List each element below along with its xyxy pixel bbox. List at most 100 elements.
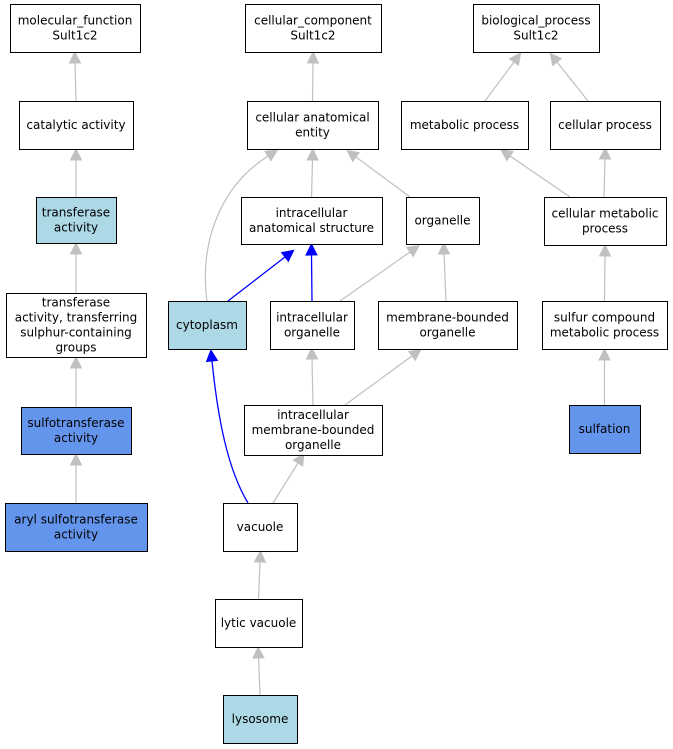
node-box[interactable]: [378, 301, 518, 350]
node-label-line: process: [582, 222, 628, 236]
edge-sulfation-to-sulfur-compound-metabolic-process: [598, 347, 611, 405]
edge-organelle-to-cellular-anatomical-entity: [346, 149, 411, 198]
node-label-line: groups: [55, 341, 96, 355]
edge-aryl-sulfotransferase-to-sulfotransferase-activity: [69, 452, 83, 503]
node-box[interactable]: [223, 503, 298, 552]
edge-arrowhead: [292, 452, 305, 467]
node-box[interactable]: [406, 197, 480, 245]
edge-arrowhead: [253, 549, 267, 563]
edge-arrowhead: [69, 452, 83, 466]
node-box[interactable]: [247, 101, 379, 150]
edge-line: [603, 255, 606, 302]
node-box[interactable]: [569, 405, 641, 454]
node-label-line: intracellular: [276, 206, 348, 220]
node-label-line: organelle: [285, 438, 341, 452]
node-label-line: cellular metabolic: [551, 207, 658, 221]
edge-cellular-metabolic-process-to-cellular-process: [598, 146, 612, 198]
edge-cellular-process-to-biological-process: [549, 52, 589, 102]
node-box[interactable]: [244, 405, 383, 456]
node-metabolic-process[interactable]: metabolic process: [401, 101, 529, 150]
edge-intracellular-anatomical-structure-to-cellular-anatomical-entity: [306, 147, 319, 198]
node-box[interactable]: [36, 197, 117, 244]
node-box[interactable]: [241, 197, 383, 245]
node-box[interactable]: [19, 101, 134, 150]
edge-line: [556, 61, 589, 102]
edge-line: [74, 62, 77, 102]
edge-line: [311, 62, 314, 102]
edge-line: [344, 355, 413, 406]
edge-arrowhead: [598, 347, 611, 361]
edge-line: [257, 657, 261, 696]
edge-arrowhead: [346, 149, 361, 163]
edge-arrowhead: [264, 149, 279, 162]
edge-arrowhead: [305, 346, 319, 360]
node-sulfation[interactable]: sulfation: [569, 405, 641, 454]
node-box[interactable]: [401, 101, 529, 150]
node-label-line: activity: [54, 431, 98, 445]
node-label-line: lytic vacuole: [221, 616, 297, 630]
node-box[interactable]: [21, 407, 132, 455]
edge-cytoplasm-to-intracellular-anatomical-structure: [227, 249, 295, 302]
node-label-line: transferase: [42, 206, 110, 220]
node-label-line: sulfotransferase: [27, 416, 124, 430]
node-box[interactable]: [6, 293, 147, 358]
node-box[interactable]: [544, 197, 667, 246]
node-box[interactable]: [215, 599, 303, 648]
node-organelle[interactable]: organelle: [406, 197, 480, 245]
node-label-line: activity: [54, 528, 98, 542]
edge-arrowhead: [407, 348, 422, 362]
node-lytic-vacuole[interactable]: lytic vacuole: [215, 599, 303, 648]
edge-cytoplasm-to-cellular-anatomical-entity: [204, 149, 279, 302]
node-box[interactable]: [5, 503, 148, 552]
node-box[interactable]: [542, 301, 668, 350]
edge-sulfotransferase-activity-to-transferase-sulphur: [69, 355, 83, 407]
edge-sulfur-compound-metabolic-process-to-cellular-metabolic-process: [598, 243, 612, 302]
edge-arrowhead: [280, 249, 295, 263]
node-box[interactable]: [10, 4, 141, 53]
node-label-line: membrane-bounded: [386, 311, 509, 325]
node-catalytic-activity[interactable]: catalytic activity: [19, 101, 134, 150]
node-vacuole[interactable]: vacuole: [223, 503, 298, 552]
node-box[interactable]: [245, 4, 382, 53]
node-label-line: sulphur-containing: [20, 326, 132, 340]
node-label-line: membrane-bounded: [252, 423, 375, 437]
node-cellular-process[interactable]: cellular process: [550, 101, 661, 150]
node-box[interactable]: [223, 695, 298, 744]
node-label-line: Sult1c2: [52, 29, 97, 43]
edge-line: [509, 155, 571, 198]
node-box[interactable]: [550, 101, 661, 150]
node-label-line: intracellular: [276, 311, 348, 325]
edge-membrane-bounded-organelle-to-organelle: [437, 241, 451, 302]
node-label-line: activity: [54, 221, 98, 235]
node-cytoplasm[interactable]: cytoplasm: [168, 301, 247, 350]
edge-arrowhead: [508, 52, 522, 67]
node-label-line: organelle: [284, 326, 340, 340]
node-box[interactable]: [473, 4, 600, 53]
edge-arrowhead: [405, 245, 420, 258]
node-label-line: molecular_function: [18, 14, 133, 28]
node-label-line: transferase: [42, 296, 110, 310]
node-box[interactable]: [168, 301, 247, 350]
edge-line: [443, 253, 447, 302]
node-lysosome[interactable]: lysosome: [223, 695, 298, 744]
edge-intracellular-membrane-bounded-organelle-to-membrane-bounded-organelle: [344, 348, 422, 406]
edge-arrowhead: [305, 242, 318, 256]
node-label-line: anatomical structure: [249, 221, 374, 235]
node-box[interactable]: [270, 301, 355, 350]
